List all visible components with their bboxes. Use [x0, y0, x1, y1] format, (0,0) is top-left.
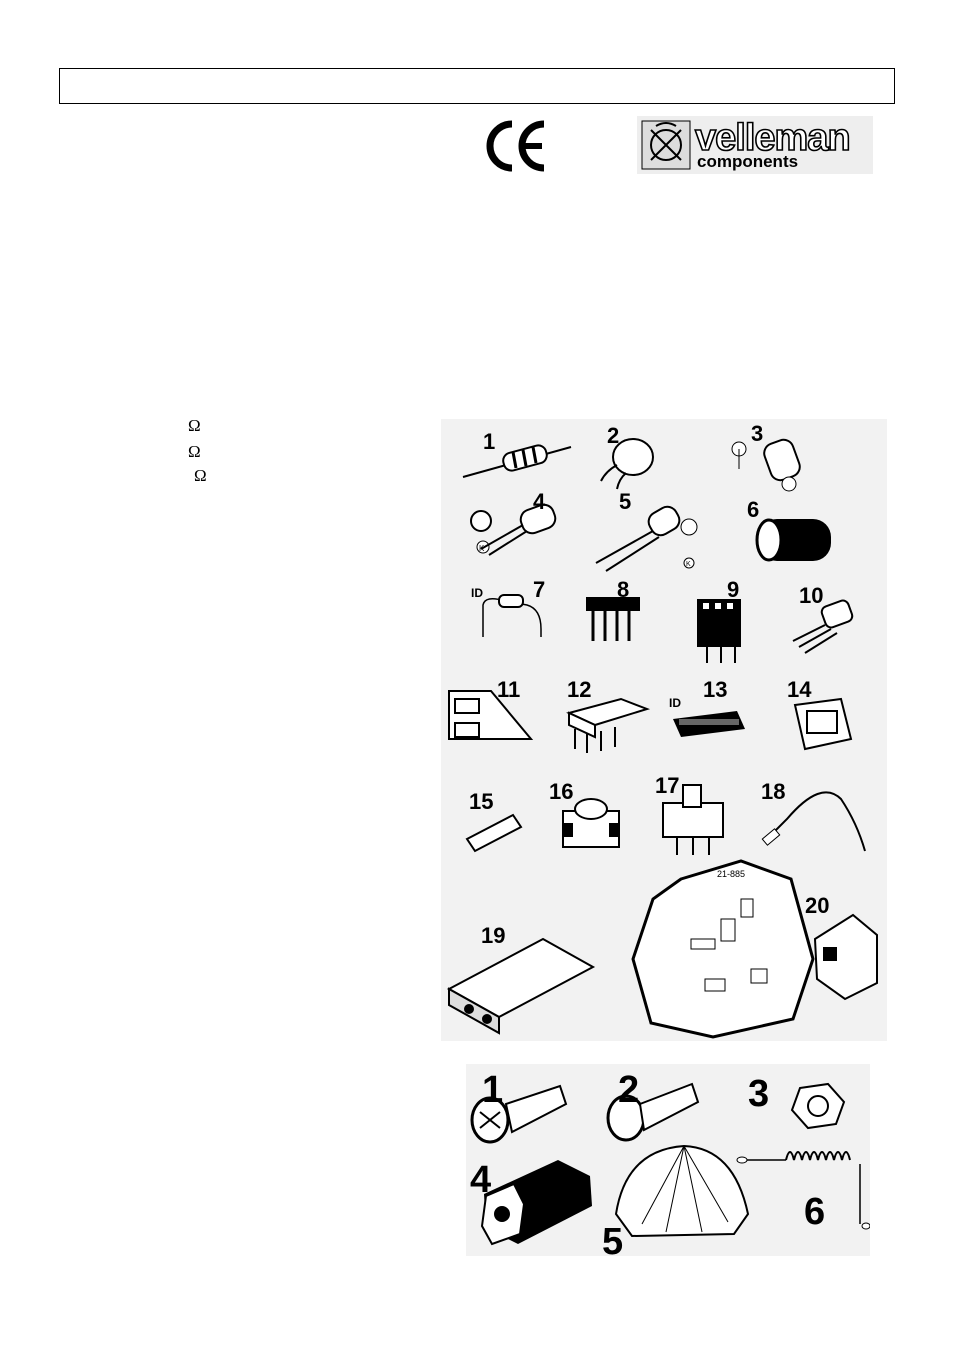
- pin-header-icon: [586, 597, 640, 641]
- pan-head-screw-icon: [606, 1082, 700, 1142]
- part-label: 13: [703, 677, 727, 702]
- sensor-board-icon: [813, 913, 878, 1001]
- part-label: 2: [607, 423, 619, 448]
- part-label: 14: [787, 677, 812, 702]
- diode-icon: [482, 594, 542, 637]
- socket-strip-icon: [697, 599, 741, 663]
- part-label: 19: [481, 923, 505, 948]
- part-label: 3: [751, 421, 763, 446]
- slide-switch-icon: [662, 784, 724, 855]
- part-label: 5: [619, 489, 631, 514]
- led-icon: [470, 503, 557, 556]
- electrolytic-capacitor-icon: [731, 438, 801, 492]
- velleman-components: components: [697, 152, 799, 171]
- antenna-coil-icon: [736, 1151, 870, 1230]
- id-label: ID: [471, 586, 483, 600]
- part-label: 4: [470, 1159, 491, 1201]
- part-label: 20: [805, 893, 829, 918]
- part-label: 1: [483, 429, 495, 454]
- battery-holder-icon: [446, 937, 596, 1035]
- electronic-parts-illustration: 1 2 3 4 5 6 7 8 9 10 11 12 13 14 15 16 1…: [441, 419, 887, 1041]
- phototransistor-icon: [595, 505, 698, 572]
- ohm-symbol: Ω: [194, 466, 207, 485]
- transistor-icon: [792, 599, 854, 654]
- velleman-emblem-icon: [641, 120, 691, 170]
- cathode-label: K: [686, 561, 691, 568]
- cathode-label: K: [479, 544, 485, 553]
- connector-icon: [793, 697, 853, 751]
- ohm-symbol: Ω: [188, 416, 201, 435]
- mechanical-parts-illustration: 1 2 3 4 5 6: [466, 1064, 870, 1256]
- part-label: 10: [799, 583, 823, 608]
- ic-socket-icon: [673, 711, 745, 737]
- wire-lead-icon: [761, 791, 866, 852]
- velleman-wordmark: velleman: [694, 117, 851, 159]
- pcb-board-icon: [631, 859, 815, 1039]
- hex-nut-icon: [790, 1082, 846, 1130]
- ce-mark: [486, 120, 545, 172]
- part-label: 11: [497, 677, 520, 702]
- ceramic-capacitor-icon: [600, 438, 654, 490]
- resistor-icon: [462, 444, 572, 478]
- part-label: 6: [804, 1191, 825, 1233]
- solder-pin-icon: [465, 813, 523, 853]
- push-button-icon: [562, 798, 620, 848]
- heatshrink-sleeve-icon: [755, 518, 831, 562]
- id-label: ID: [669, 696, 681, 710]
- part-label: 15: [469, 789, 493, 814]
- part-label: 12: [567, 677, 591, 702]
- part-label: 3: [748, 1073, 769, 1115]
- part-label: 17: [655, 773, 679, 798]
- title-box: [59, 68, 895, 104]
- part-label: 16: [549, 779, 573, 804]
- pcb-label: 21-885: [717, 869, 745, 879]
- countersunk-screw-icon: [470, 1084, 568, 1144]
- ic-chip-icon: [566, 697, 651, 753]
- part-label: 2: [618, 1069, 639, 1111]
- part-label: 4: [533, 489, 546, 514]
- hex-spacer-icon: [480, 1160, 592, 1246]
- ohm-symbol: Ω: [188, 442, 201, 461]
- part-label: 18: [761, 779, 785, 804]
- part-label: 6: [747, 497, 759, 522]
- velleman-logo: velleman components: [637, 116, 873, 174]
- part-label: 9: [727, 577, 739, 602]
- part-label: 8: [617, 577, 629, 602]
- part-label: 7: [533, 577, 545, 602]
- dome-cover-icon: [614, 1144, 750, 1238]
- part-label: 5: [602, 1221, 623, 1256]
- part-label: 1: [482, 1069, 503, 1111]
- jumper-clip-icon: [448, 690, 534, 740]
